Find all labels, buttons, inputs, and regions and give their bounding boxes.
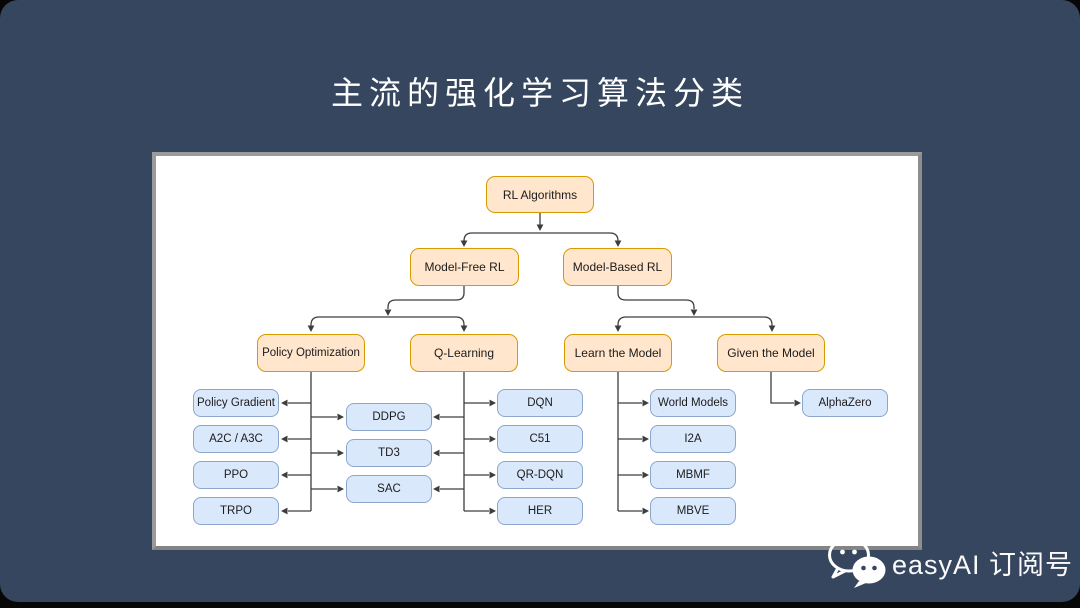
wechat-icon <box>828 537 886 588</box>
node-given-the-model: Given the Model <box>717 334 825 372</box>
node-sac: SAC <box>346 475 432 503</box>
brand-text: easyAI 订阅号 <box>892 549 1074 580</box>
node-a2c-a3c: A2C / A3C <box>193 425 279 453</box>
node-ppo: PPO <box>193 461 279 489</box>
node-q-learning: Q-Learning <box>410 334 518 372</box>
node-trpo: TRPO <box>193 497 279 525</box>
node-rl-algorithms: RL Algorithms <box>486 176 594 213</box>
node-i2a: I2A <box>650 425 736 453</box>
node-her: HER <box>497 497 583 525</box>
node-world-models: World Models <box>650 389 736 417</box>
node-td3: TD3 <box>346 439 432 467</box>
footer-brand: easyAI 订阅号 <box>826 536 1073 588</box>
node-c51: C51 <box>497 425 583 453</box>
node-model-free-rl: Model-Free RL <box>410 248 519 286</box>
node-learn-the-model: Learn the Model <box>564 334 672 372</box>
node-mbve: MBVE <box>650 497 736 525</box>
node-policy-optimization: Policy Optimization <box>257 334 365 372</box>
node-qr-dqn: QR-DQN <box>497 461 583 489</box>
node-model-based-rl: Model-Based RL <box>563 248 672 286</box>
page-title: 主流的强化学习算法分类 <box>330 75 749 111</box>
node-alphazero: AlphaZero <box>802 389 888 417</box>
node-ddpg: DDPG <box>346 403 432 431</box>
node-mbmf: MBMF <box>650 461 736 489</box>
node-policy-gradient: Policy Gradient <box>193 389 279 417</box>
node-dqn: DQN <box>497 389 583 417</box>
